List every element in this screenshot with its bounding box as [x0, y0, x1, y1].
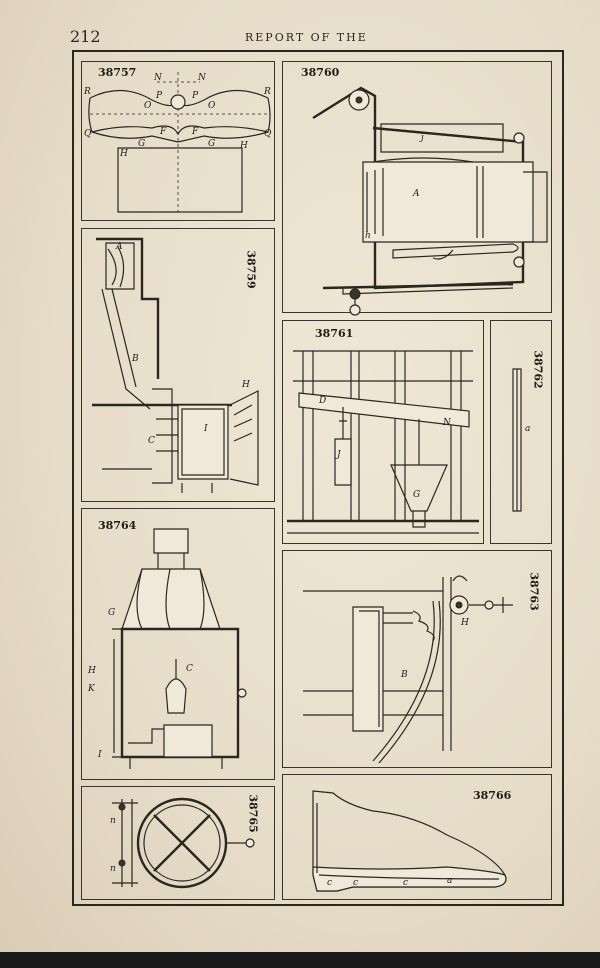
page-number: 212 — [70, 27, 101, 46]
figure-38761: 38761 D J N G — [282, 320, 484, 544]
label-N: N — [442, 418, 452, 428]
label-I: I — [203, 424, 208, 434]
label-h: h — [365, 231, 371, 241]
label-G: G — [108, 608, 115, 618]
page-header-title: REPORT OF THE — [245, 31, 368, 44]
label-n: n — [110, 816, 116, 826]
figure-38765-drawing: n n — [110, 797, 255, 889]
figure-number: 38761 — [315, 327, 354, 340]
figure-number: 38764 — [98, 519, 137, 532]
label-c: c — [327, 878, 332, 888]
figure-38763: 38763 H B — [282, 550, 552, 768]
label-C: C — [148, 436, 155, 446]
figure-38757: 38757 N N P P O O R R Q Q F — [81, 61, 275, 221]
label-G: G — [208, 139, 215, 149]
figure-38762-drawing: a — [512, 368, 530, 512]
label-F: F — [191, 127, 199, 137]
figure-38765: 38765 n n — [81, 786, 275, 900]
label-Q: Q — [84, 129, 92, 139]
label-G: G — [413, 490, 420, 500]
label-C: C — [186, 664, 193, 674]
label-Q: Q — [264, 129, 272, 139]
bottom-edge — [0, 952, 600, 968]
label-N: N — [197, 73, 207, 83]
label-R: R — [83, 87, 91, 97]
figure-38761-drawing: D J N G — [287, 350, 479, 534]
label-G: G — [138, 139, 145, 149]
label-D: D — [318, 396, 326, 406]
label-H: H — [119, 149, 128, 159]
label-H: H — [460, 618, 469, 628]
figure-38760: 38760 j A — [282, 61, 552, 316]
label-F: F — [159, 127, 167, 137]
label-c: c — [353, 878, 358, 888]
label-j: j — [419, 133, 424, 143]
label-c: c — [403, 878, 408, 888]
label-B: B — [131, 354, 139, 364]
label-a: a — [447, 876, 452, 886]
label-a: a — [525, 424, 530, 434]
label-O: O — [208, 101, 216, 111]
figure-38757-drawing: N N P P O O R R Q Q F F G G H H — [83, 72, 272, 213]
label-n: n — [110, 864, 116, 874]
label-H: H — [87, 666, 96, 676]
label-N: N — [153, 73, 163, 83]
label-R: R — [263, 87, 271, 97]
label-H: H — [241, 380, 250, 390]
plate-frame: 38757 N N P P O O R R Q Q F — [72, 50, 564, 906]
figure-38759-drawing: A B C H I — [92, 237, 259, 493]
figure-38762: 38762 a — [490, 320, 552, 544]
figure-38763-drawing: H B — [303, 575, 513, 764]
figure-number: 38757 — [98, 66, 137, 79]
label-J: J — [335, 450, 342, 460]
figure-38766: 38766 c c c a — [282, 774, 552, 900]
label-O: O — [144, 101, 152, 111]
label-P: P — [155, 91, 163, 101]
figure-38764-drawing: G H K C I — [87, 528, 247, 769]
label-I: I — [97, 750, 102, 760]
label-P: P — [191, 91, 199, 101]
figure-38759: 38759 A B C H I — [81, 228, 275, 502]
figure-number: 38760 — [301, 66, 340, 79]
label-H: H — [239, 141, 248, 151]
label-A: A — [115, 242, 123, 252]
figure-38764: 38764 G H K C I — [81, 508, 275, 780]
figure-number: 38766 — [473, 789, 512, 802]
label-A: A — [412, 189, 420, 199]
label-B: B — [400, 670, 408, 680]
figure-38760-drawing: j A h — [312, 86, 548, 316]
label-K: K — [87, 684, 96, 694]
figure-38766-drawing: c c c a — [312, 790, 507, 892]
